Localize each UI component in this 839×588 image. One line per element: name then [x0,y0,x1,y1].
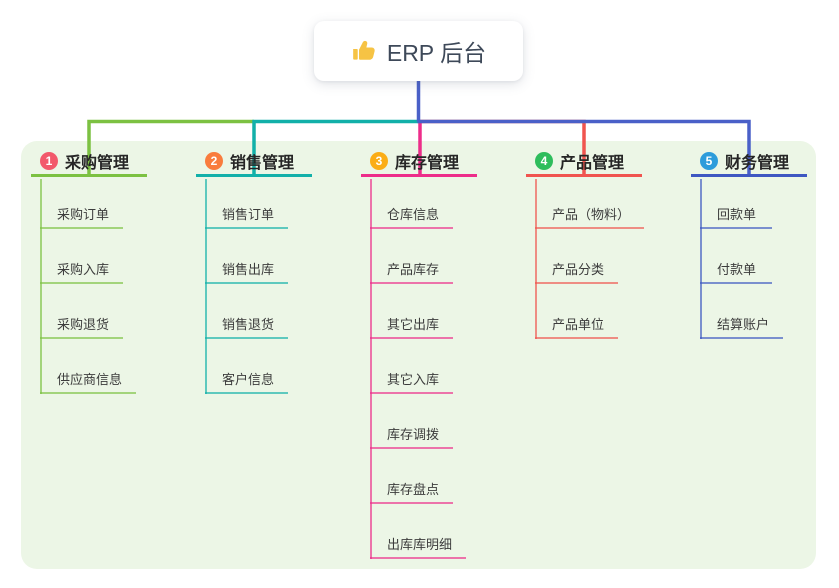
child-node[interactable]: 采购入库 [40,261,124,284]
root-title: ERP 后台 [386,40,487,66]
child-node[interactable]: 其它出库 [370,316,454,339]
branch-1-number-badge: 1 [40,152,58,170]
branch-5-child-line [700,179,702,339]
root-node-erp[interactable]: ERP 后台 [314,21,523,81]
child-node[interactable]: 产品库存 [370,261,454,284]
branch-4-child-line [535,179,537,339]
branch-4-label: 产品管理 [560,155,625,172]
thumbs-up-icon [353,40,375,60]
branch-4-number-badge: 4 [535,152,553,170]
child-node[interactable]: 销售订单 [205,206,289,229]
branch-title-3[interactable]: 3 库存管理 [361,148,477,177]
mindmap-panel [21,141,816,569]
branch-3-child-line [370,179,372,559]
connector-line [87,119,254,177]
child-node[interactable]: 结算账户 [700,316,784,339]
child-node[interactable]: 回款单 [700,206,772,229]
branch-title-2[interactable]: 2 销售管理 [196,148,312,177]
child-node[interactable]: 销售退货 [205,316,289,339]
branch-1-label: 采购管理 [65,155,130,172]
child-node[interactable]: 销售出库 [205,261,289,284]
child-node[interactable]: 其它入库 [370,371,454,394]
branch-title-5[interactable]: 5 财务管理 [691,148,807,177]
child-node[interactable]: 供应商信息 [40,371,137,394]
child-node[interactable]: 出库库明细 [370,536,467,559]
connector-line [252,119,419,177]
connector-line [416,81,751,177]
child-node[interactable]: 库存盘点 [370,481,454,504]
branch-2-label: 销售管理 [230,155,295,172]
branch-5-number-badge: 5 [700,152,718,170]
child-node[interactable]: 采购订单 [40,206,124,229]
branch-3-number-badge: 3 [370,152,388,170]
child-node[interactable]: 产品单位 [535,316,619,339]
child-node[interactable]: 产品分类 [535,261,619,284]
branch-1-child-line [40,179,42,394]
child-node[interactable]: 客户信息 [205,371,289,394]
branch-title-1[interactable]: 1 采购管理 [31,148,147,177]
child-node[interactable]: 采购退货 [40,316,124,339]
child-node[interactable]: 付款单 [700,261,772,284]
branch-5-label: 财务管理 [725,155,790,172]
child-node[interactable]: 产品（物料） [535,206,645,229]
child-node[interactable]: 仓库信息 [370,206,454,229]
branch-2-child-line [205,179,207,394]
branch-2-number-badge: 2 [205,152,223,170]
child-node[interactable]: 库存调拨 [370,426,454,449]
branch-3-label: 库存管理 [395,155,460,172]
branch-title-4[interactable]: 4 产品管理 [526,148,642,177]
